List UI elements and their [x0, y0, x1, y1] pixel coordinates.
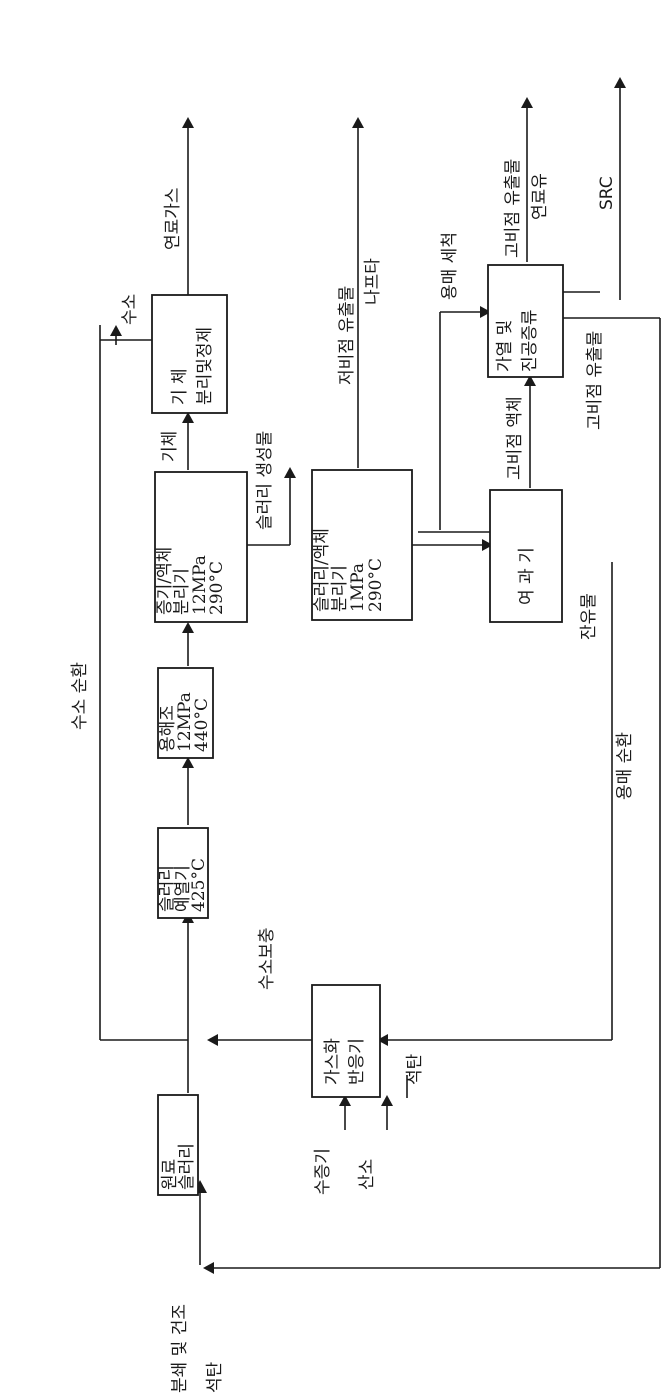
box-vacuum-distill-line2: 진공증류 — [520, 309, 540, 372]
box-sl-separator-temp: 290°C — [366, 558, 386, 612]
label-hydrogen-makeup: 수소보충 — [257, 927, 277, 990]
label-steam: 수증기 — [313, 1148, 333, 1195]
flow-lines — [99, 77, 661, 1274]
box-raw-slurry-mix-line1: 원료 — [160, 1159, 180, 1190]
box-vl-separator-pressure: 12MPa — [190, 555, 210, 615]
box-gasifier-line1: 가스화 — [323, 1038, 343, 1085]
label-high-bp-liquid: 고비점 액체 — [505, 396, 525, 480]
label-hydrogen-out: 수소 — [120, 294, 140, 325]
box-vl-separator-line1: 증기/액체 — [155, 547, 175, 615]
label-gas-stream: 기체 — [160, 431, 180, 462]
box-slurry-preheater-temp: 425°C — [189, 858, 209, 912]
label-fuel-oil: 연료유 — [530, 173, 550, 220]
box-sl-separator-line1: 슬러리/액체 — [312, 528, 332, 612]
box-slurry-liquid-separator: 슬러리/액체 분리기 1MPa 290°C — [311, 469, 413, 621]
box-raw-slurry-mix-line2: 슬러리 — [177, 1143, 197, 1190]
label-solvent-recycle: 용매 순환 — [615, 732, 635, 800]
label-hydrogen-recycle: 수소 순환 — [70, 662, 90, 730]
box-vacuum-distillation: 가열 및 진공증류 — [487, 264, 564, 378]
box-filter: 여 과 기 — [489, 489, 563, 623]
box-gasifier: 가스화 반응기 — [311, 984, 381, 1098]
box-slurry-preheater-line1: 슬러리 — [157, 865, 177, 912]
box-slurry-preheater-line2: 예열기 — [173, 865, 193, 912]
box-dissolver-pressure: 12MPa — [175, 692, 195, 752]
box-dissolver-line1: 용해조 — [158, 705, 178, 752]
label-crush-dry: 분쇄 및 건조 — [170, 1304, 190, 1393]
box-slurry-preheater: 슬러리 예열기 425°C — [157, 827, 209, 919]
label-high-bp-oil-bottom: 고비점 유출물 — [585, 331, 605, 430]
box-dissolver: 용해조 12MPa 440°C — [157, 667, 214, 759]
label-oxygen: 산소 — [357, 1159, 377, 1190]
box-raw-slurry-mix: 원료 슬러리 — [157, 1094, 199, 1196]
label-coal-gasifier: 석탄 — [405, 1053, 425, 1085]
box-gas-purifier: 기 체 분리및정제 — [151, 294, 228, 414]
box-vl-separator-line2: 분리기 — [172, 568, 192, 615]
label-solvent-wash: 용매 세척 — [440, 232, 460, 300]
label-naphtha: 나프타 — [363, 258, 383, 305]
box-gasifier-line2: 반응기 — [347, 1038, 367, 1085]
label-fuel-gas: 연료가스 — [163, 187, 183, 250]
box-vacuum-distill-line1: 가열 및 — [495, 320, 515, 372]
label-high-bp-oil-top: 고비점 유출물 — [503, 159, 523, 258]
label-low-bp-oil: 저비점 유출물 — [337, 286, 357, 385]
flow-labels: 분쇄 및 건조 석탄 수소 순환 수소보충 수소 기체 슬러리 생성물 연료가스… — [70, 159, 635, 1393]
label-src: SRC — [597, 176, 617, 210]
box-gas-purifier-line2: 분리및정제 — [195, 327, 215, 405]
box-vapor-liquid-separator: 증기/액체 분리기 12MPa 290°C — [154, 471, 248, 623]
box-gas-purifier-line1: 기 체 — [170, 368, 190, 405]
label-residue: 잔유물 — [579, 593, 599, 640]
box-filter-label: 여 과 기 — [517, 547, 537, 605]
label-slurry-product: 슬러리 생성물 — [255, 431, 275, 530]
box-sl-separator-pressure: 1MPa — [348, 563, 368, 612]
label-coal-feed: 석탄 — [205, 1361, 225, 1393]
box-dissolver-temp: 440°C — [192, 698, 212, 752]
box-vl-separator-temp: 290°C — [207, 561, 227, 615]
box-sl-separator-line2: 분리기 — [330, 565, 350, 612]
